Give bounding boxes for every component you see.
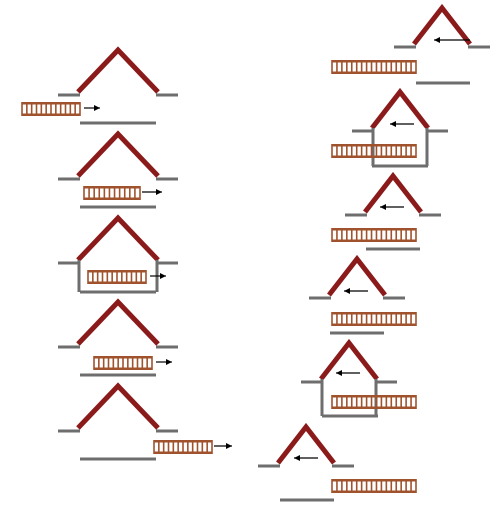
- right-ladder-6-rail-top: [332, 479, 416, 482]
- right-ladder-3-rail-bottom: [332, 239, 416, 242]
- right-ladder-5-rail-top: [332, 395, 416, 398]
- right-ladder-6-rail-bottom: [332, 490, 416, 493]
- left-step-5: [58, 382, 232, 461]
- right-house-4-roof: [327, 254, 387, 297]
- left-arrow-5-head: [226, 443, 232, 449]
- right-house-3-roof: [363, 171, 423, 214]
- left-arrow-4-head: [166, 359, 172, 365]
- left-step-2: [58, 130, 178, 209]
- right-step-2: [331, 87, 448, 168]
- left-ladder-2-rail-top: [84, 186, 140, 189]
- right-ladder-4-rail-bottom: [332, 323, 416, 326]
- left-ladder-2-rail-bottom: [84, 197, 140, 200]
- right-house-5-roof: [319, 338, 379, 381]
- left-house-3-roof: [76, 214, 160, 262]
- right-arrow-2-head: [390, 121, 396, 127]
- right-arrow-4-head: [344, 288, 350, 294]
- left-arrow-3-head: [160, 273, 166, 279]
- right-ladder-1-rail-bottom: [332, 71, 416, 74]
- right-ladder-2-rail-top: [332, 144, 416, 147]
- right-arrow-1-head: [434, 37, 440, 43]
- right-ladder-2-rail-bottom: [332, 155, 416, 158]
- right-step-4: [309, 254, 417, 335]
- left-arrow-2-head: [156, 189, 162, 195]
- left-house-4-roof: [76, 298, 160, 346]
- left-step-4: [58, 298, 178, 377]
- right-ladder-1-rail-top: [332, 60, 416, 63]
- right-ladder-3-rail-top: [332, 228, 416, 231]
- right-step-5: [301, 338, 417, 418]
- left-house-1-roof: [76, 46, 160, 94]
- right-house-1-roof: [412, 3, 472, 46]
- left-house-5-roof: [76, 382, 160, 430]
- right-house-2-roof: [370, 87, 430, 130]
- right-house-6-roof: [276, 422, 336, 465]
- left-step-1: [21, 46, 178, 125]
- right-step-1: [331, 3, 490, 85]
- right-arrow-5-head: [336, 370, 342, 376]
- right-step-3: [331, 171, 441, 251]
- right-ladder-5-rail-bottom: [332, 406, 416, 409]
- right-ladder-4-rail-top: [332, 312, 416, 315]
- left-arrow-1-head: [94, 105, 100, 111]
- right-step-6: [258, 422, 417, 502]
- left-house-2-roof: [76, 130, 160, 178]
- right-arrow-6-head: [294, 455, 300, 461]
- right-arrow-3-head: [380, 204, 386, 210]
- left-step-3: [58, 214, 178, 294]
